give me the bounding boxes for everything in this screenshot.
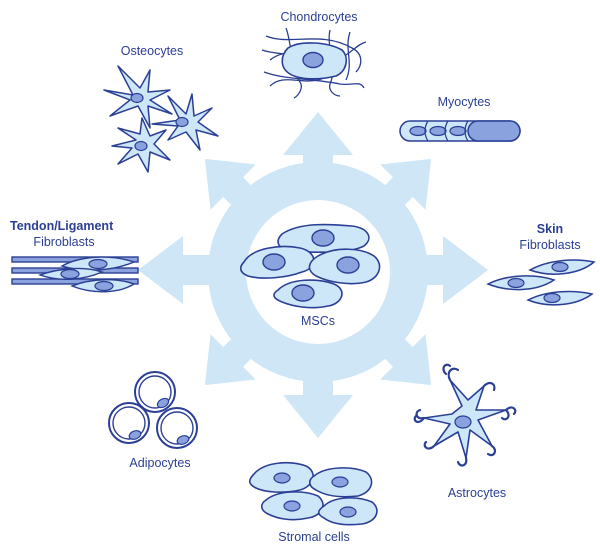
label-astrocytes: Astrocytes	[447, 486, 507, 500]
label-tendon-ligament: Tendon/Ligament	[10, 219, 114, 233]
label-mscs: MSCs	[300, 314, 336, 328]
arrow-left	[138, 236, 230, 304]
astrocyte-icon	[413, 363, 517, 467]
label-tendon-fibroblasts: Fibroblasts	[33, 235, 95, 249]
tendon-fibroblast-icon	[11, 256, 139, 293]
arrow-up	[283, 112, 353, 200]
skin-fibroblast-icon	[486, 259, 596, 306]
arrow-down	[283, 350, 353, 438]
label-stromal-cells: Stromal cells	[278, 530, 350, 544]
adipocyte-icon	[108, 371, 198, 449]
label-myocytes: Myocytes	[437, 95, 491, 109]
arrow-right	[400, 236, 488, 304]
osteocyte-icon	[103, 65, 219, 173]
label-skin: Skin	[536, 222, 564, 236]
stromal-cell-icon	[248, 461, 378, 526]
chondrocyte-icon	[261, 27, 367, 99]
myocyte-icon	[399, 120, 521, 142]
label-chondrocytes: Chondrocytes	[280, 10, 358, 24]
msc-cells-icon	[239, 223, 381, 309]
label-skin-fibroblasts: Fibroblasts	[519, 238, 581, 252]
label-adipocytes: Adipocytes	[129, 456, 191, 470]
label-osteocytes: Osteocytes	[120, 44, 184, 58]
